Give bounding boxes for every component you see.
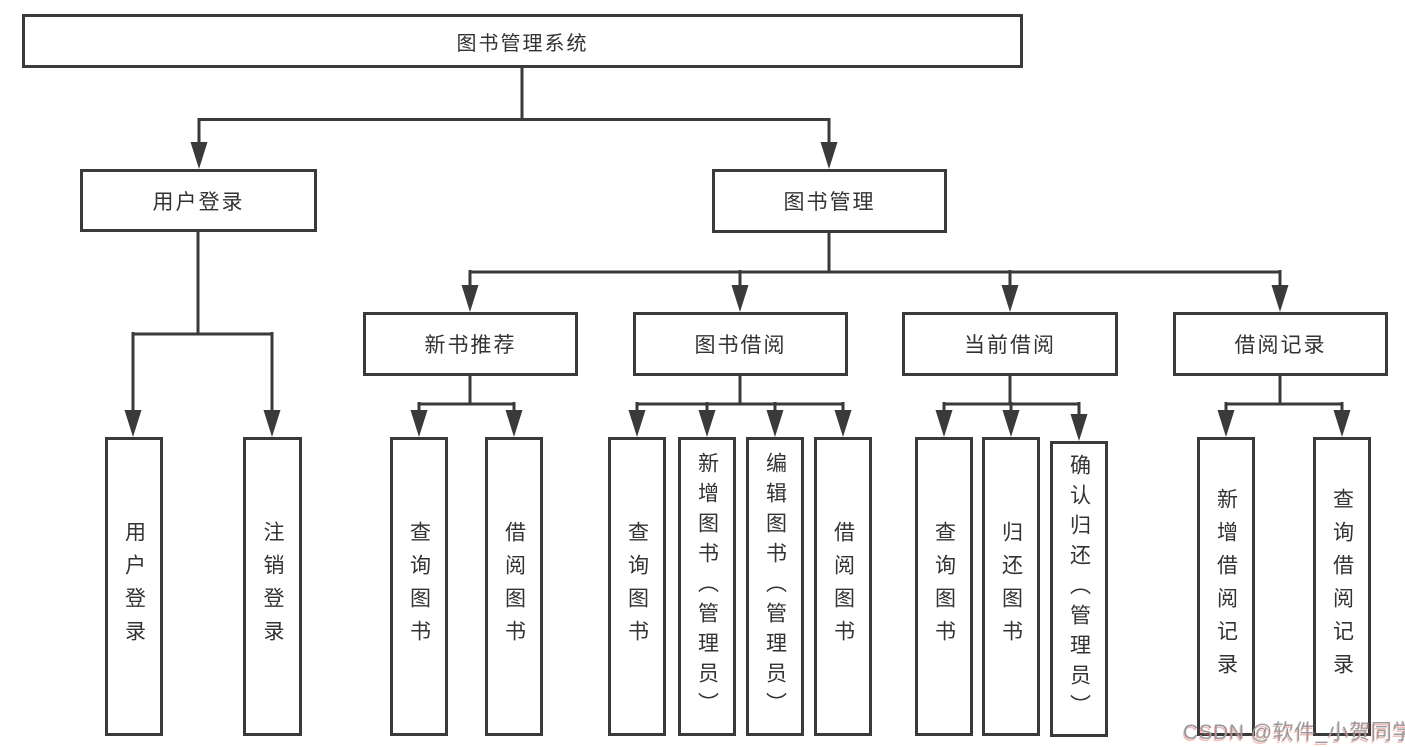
- node-book-borrow: 图书借阅: [633, 312, 848, 376]
- leaf-br-add-borrow-record: 新增借阅记录: [1197, 437, 1255, 736]
- leaf-bb-add-books-admin: 新增图书（管理员）: [678, 437, 736, 736]
- leaf-cb-return-books: 归还图书: [982, 437, 1040, 736]
- leaf-nbr-query-books: 查询图书: [390, 437, 448, 736]
- leaf-nbr-borrow-books: 借阅图书: [485, 437, 543, 736]
- leaf-user-login: 用户登录: [105, 437, 163, 736]
- leaf-cb-query-books: 查询图书: [915, 437, 973, 736]
- leaf-logout: 注销登录: [243, 437, 302, 736]
- csdn-watermark: CSDN @软件_小贺同学: [1183, 721, 1405, 744]
- leaf-bb-edit-books-admin: 编辑图书（管理员）: [746, 437, 804, 736]
- leaf-bb-query-books: 查询图书: [608, 437, 666, 736]
- leaf-bb-borrow-books: 借阅图书: [814, 437, 872, 736]
- node-user-login: 用户登录: [80, 169, 317, 232]
- leaf-cb-confirm-return-admin: 确认归还（管理员）: [1050, 441, 1108, 737]
- node-borrow-records: 借阅记录: [1173, 312, 1388, 376]
- node-library-management-system: 图书管理系统: [22, 14, 1023, 68]
- node-book-management: 图书管理: [712, 169, 947, 233]
- leaf-br-query-borrow-record: 查询借阅记录: [1313, 437, 1371, 736]
- node-current-borrow: 当前借阅: [902, 312, 1118, 376]
- node-new-book-recommend: 新书推荐: [363, 312, 578, 376]
